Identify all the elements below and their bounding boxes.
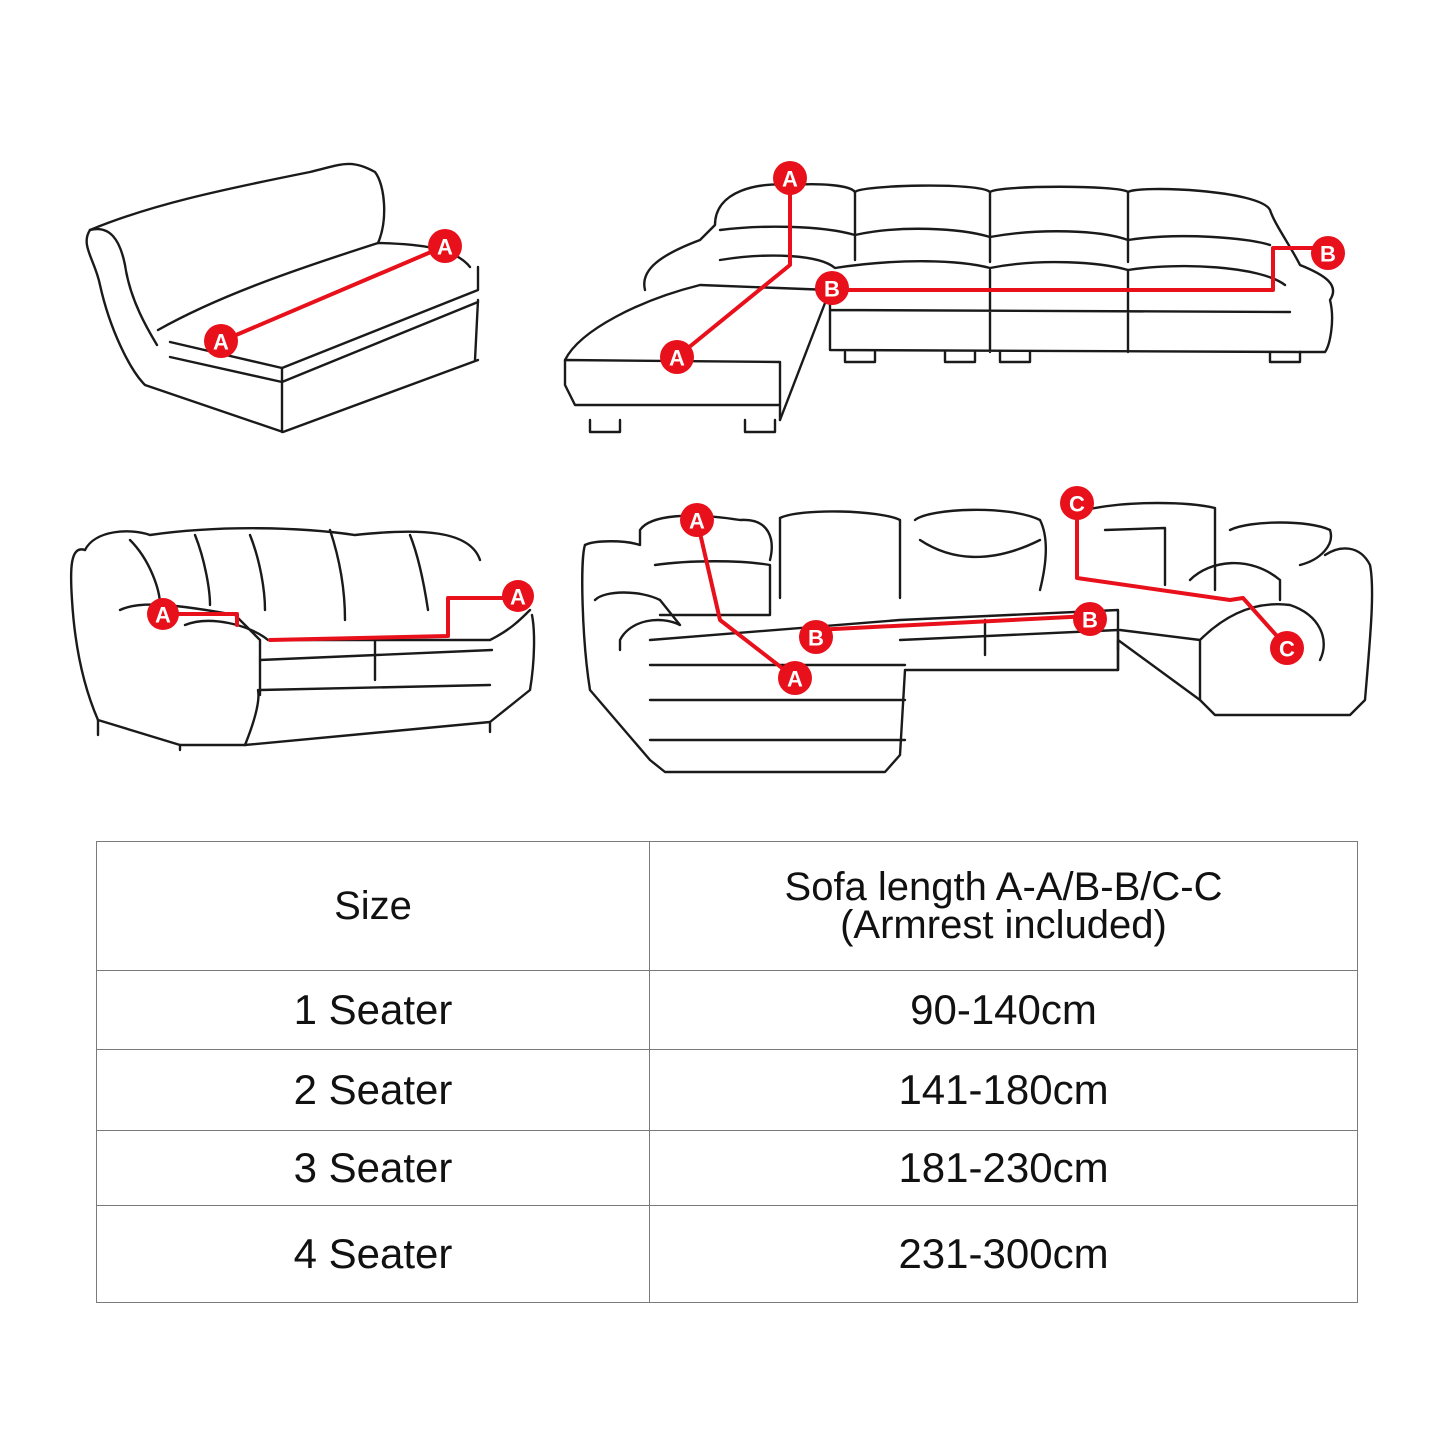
size-cell: 3 Seater — [96, 1130, 650, 1206]
length-cell: 231-300cm — [649, 1205, 1358, 1303]
svg-text:A: A — [669, 346, 685, 371]
svg-text:B: B — [824, 277, 840, 302]
marker-b-left: B — [815, 271, 849, 305]
svg-text:A: A — [689, 509, 705, 534]
marker-c-bottom: C — [1270, 631, 1304, 665]
marker-a-top: A — [773, 161, 807, 195]
armless-sofa-diagram: A A — [85, 162, 480, 434]
marker-a-top: A — [680, 503, 714, 537]
header-size: Size — [96, 841, 650, 971]
marker-c-top: C — [1060, 486, 1094, 520]
svg-text:A: A — [437, 235, 453, 260]
svg-text:A: A — [787, 667, 803, 692]
header-sofa-length: Sofa length A-A/B-B/C-C (Armrest include… — [649, 841, 1358, 971]
marker-b-right: B — [1073, 602, 1107, 636]
marker-a-bottom: A — [778, 661, 812, 695]
l-shape-sectional-diagram: A A B B — [563, 161, 1345, 434]
svg-text:B: B — [1082, 608, 1098, 633]
two-cushion-sofa-diagram: A A — [69, 527, 536, 752]
svg-text:A: A — [213, 330, 229, 355]
header-length-line2: (Armrest included) — [840, 903, 1167, 947]
table-row: 3 Seater 181-230cm — [96, 1130, 1358, 1206]
length-cell: 90-140cm — [649, 970, 1358, 1050]
table-row: 4 Seater 231-300cm — [96, 1205, 1358, 1303]
size-chart-table: Size Sofa length A-A/B-B/C-C (Armrest in… — [96, 841, 1358, 1303]
marker-a-end: A — [428, 229, 462, 263]
marker-a-start: A — [204, 324, 238, 358]
svg-text:C: C — [1279, 637, 1295, 662]
marker-b-right: B — [1311, 236, 1345, 270]
marker-a-right: A — [502, 580, 534, 612]
svg-text:B: B — [808, 626, 824, 651]
svg-text:A: A — [155, 603, 171, 628]
marker-b-left: B — [799, 620, 833, 654]
svg-text:A: A — [510, 585, 526, 610]
size-cell: 1 Seater — [96, 970, 650, 1050]
marker-a-left: A — [147, 598, 179, 630]
svg-text:A: A — [782, 167, 798, 192]
length-cell: 181-230cm — [649, 1130, 1358, 1206]
length-cell: 141-180cm — [649, 1049, 1358, 1131]
marker-a-bottom: A — [660, 340, 694, 374]
size-cell: 4 Seater — [96, 1205, 650, 1303]
svg-text:B: B — [1320, 242, 1336, 267]
header-length-line1: Sofa length A-A/B-B/C-C — [784, 865, 1223, 909]
svg-text:C: C — [1069, 492, 1085, 517]
u-shape-sectional-diagram: A A B B C C — [581, 486, 1374, 774]
table-row: 1 Seater 90-140cm — [96, 970, 1358, 1050]
size-cell: 2 Seater — [96, 1049, 650, 1131]
table-header-row: Size Sofa length A-A/B-B/C-C (Armrest in… — [96, 841, 1358, 971]
table-row: 2 Seater 141-180cm — [96, 1049, 1358, 1131]
sofa-measurement-diagrams: A A A A B B A A — [69, 161, 1374, 774]
